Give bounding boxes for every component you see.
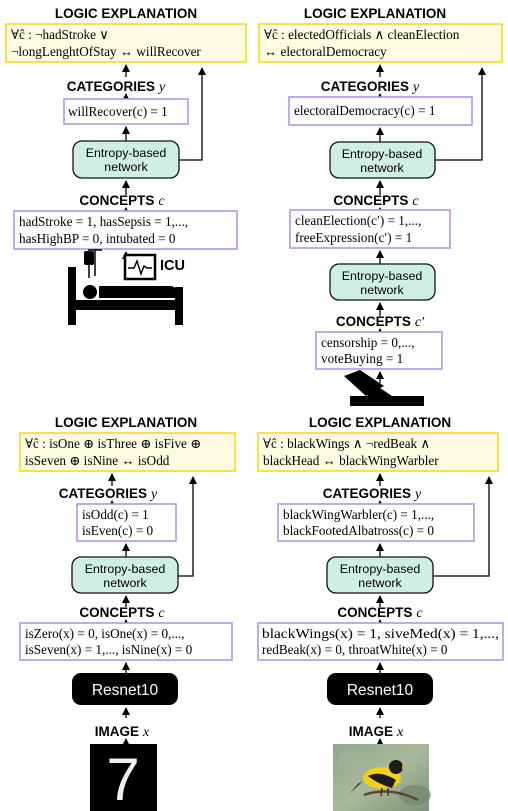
categories-line-2: isEven(c) = 0 xyxy=(82,523,154,538)
logic-line-1: ∀ĉ : ¬hadStroke ∨ xyxy=(11,27,109,42)
skip-arrow xyxy=(433,476,493,577)
concepts-line-2: hasHighBP = 0, intubated = 0 xyxy=(19,231,176,246)
network-label-2: network xyxy=(358,576,402,590)
concepts-line-1: isZero(x) = 0, isOne(x) = 0,..., xyxy=(25,626,185,641)
resnet-box xyxy=(72,673,178,705)
logic-line-2: isSeven ⊕ isNine ↔ isOdd xyxy=(25,453,170,468)
logic-line-1: ∀ĉ : isOne ⊕ isThree ⊕ isFive ⊕ xyxy=(25,436,201,451)
network-label-2: network xyxy=(360,283,404,297)
concepts-line-2: redBeak(x) = 0, throatWhite(x) = 0 xyxy=(262,642,448,657)
concepts-box xyxy=(19,622,233,661)
network-label-1: Entropy-based xyxy=(340,562,421,576)
categories-line-1: isOdd(c) = 1 xyxy=(82,507,149,522)
network-label-2: network xyxy=(360,161,404,175)
panel-mnist: LOGIC EXPLANATION ∀ĉ : isOne ⊕ isThree ⊕… xyxy=(19,415,236,811)
digit-glyph: 7 xyxy=(106,746,139,811)
logic-box xyxy=(5,23,247,63)
logic-heading: LOGIC EXPLANATION xyxy=(55,6,197,21)
categories-box xyxy=(277,503,475,542)
logic-line-2: ↔ electoralDemocracy xyxy=(264,44,387,59)
icu-label: ICU xyxy=(160,258,185,274)
network-label-1: Entropy-based xyxy=(85,562,166,576)
concepts2-line-2: voteBuying = 1 xyxy=(321,351,403,366)
categories-box xyxy=(288,96,473,126)
skip-arrow xyxy=(178,476,197,577)
categories-line-1: willRecover(c) = 1 xyxy=(68,104,168,119)
network-label-1: Entropy-based xyxy=(86,146,167,160)
panel-hospital: LOGIC EXPLANATION ∀ĉ : ¬hadStroke ∨ ¬lon… xyxy=(5,6,247,325)
panel-birds: LOGIC EXPLANATION ∀ĉ : blackWings ∧ ¬red… xyxy=(257,415,504,811)
entropy-network-box xyxy=(71,556,179,594)
categories-line-2: blackFootedAlbatross(c) = 0 xyxy=(283,523,434,538)
bird-photo xyxy=(333,744,431,811)
concepts-box xyxy=(13,210,238,250)
logic-line-2: ¬longLenghtOfStay ↔ willRecover xyxy=(11,44,201,59)
hospital-bed-icon xyxy=(68,249,183,325)
logic-line-1: ∀ĉ : blackWings ∧ ¬redBeak ∧ xyxy=(263,436,430,451)
skip-arrow xyxy=(179,67,206,161)
concepts-line-1: hadStroke = 1, hasSepsis = 1,..., xyxy=(19,214,188,229)
concepts2-line-1: censorship = 0,..., xyxy=(321,335,415,350)
concepts-line-2: isSeven(x) = 1,..., isNine(x) = 0 xyxy=(25,642,193,657)
concepts-box xyxy=(257,622,504,661)
network-label-1: Entropy-based xyxy=(342,269,423,283)
resnet-label: Resnet10 xyxy=(347,682,414,699)
panel-election: LOGIC EXPLANATION ∀ĉ : electedOfficials … xyxy=(258,6,503,406)
concepts2-box xyxy=(315,331,443,370)
logic-heading: LOGIC EXPLANATION xyxy=(309,415,451,430)
entropy-network-box-2 xyxy=(329,263,436,301)
resnet-box xyxy=(327,673,433,705)
monitor-icon xyxy=(123,253,157,281)
network-label-2: network xyxy=(103,576,147,590)
categories-line-1: electoralDemocracy(c) = 1 xyxy=(294,103,435,118)
concepts-line-2: freeExpression(c′) = 1 xyxy=(295,230,412,245)
categories-line-1: blackWingWarbler(c) = 1,..., xyxy=(283,507,434,522)
entropy-network-box xyxy=(326,556,434,594)
logic-box xyxy=(257,432,499,472)
logic-line-2: blackHead ↔ blackWingWarbler xyxy=(263,453,439,468)
ballot-box-icon xyxy=(344,370,424,406)
logic-heading: LOGIC EXPLANATION xyxy=(304,6,446,21)
resnet-label: Resnet10 xyxy=(92,682,159,699)
network-label-1: Entropy-based xyxy=(342,147,423,161)
network-label-2: network xyxy=(104,160,148,174)
skip-arrow xyxy=(435,67,486,161)
logic-line-1: ∀ĉ : electedOfficials ∧ cleanElection xyxy=(264,27,460,42)
mnist-digit-image: 7 xyxy=(90,744,157,811)
concepts-line-1: cleanElection(c′) = 1,..., xyxy=(295,213,421,228)
concepts-box xyxy=(289,209,451,249)
logic-box xyxy=(19,432,236,472)
concepts-line-1: blackWings(x) = 1, siveMed(x) = 1,..., xyxy=(262,626,499,641)
logic-heading: LOGIC EXPLANATION xyxy=(55,415,197,430)
categories-box xyxy=(63,98,189,125)
logic-box xyxy=(258,23,503,63)
categories-box xyxy=(76,503,177,542)
